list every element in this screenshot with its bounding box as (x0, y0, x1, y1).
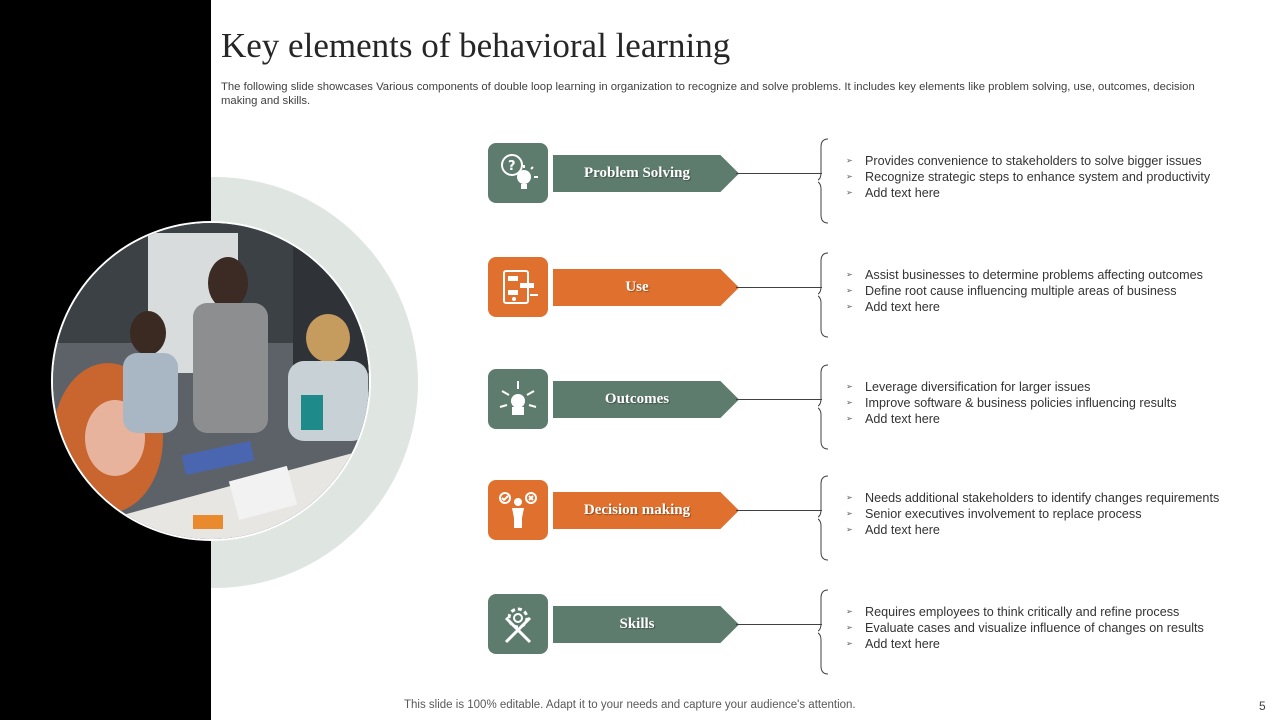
tablet-touch-icon (488, 257, 548, 317)
list-item: Add text here (844, 411, 1177, 427)
svg-text:?: ? (508, 159, 516, 174)
bullet-list: Assist businesses to determine problems … (844, 267, 1203, 315)
bracket (818, 475, 829, 561)
bracket (818, 589, 829, 675)
connector-line (736, 510, 822, 511)
element-label-use: Use (553, 269, 739, 306)
page-number: 5 (1259, 699, 1266, 713)
list-item: Needs additional stakeholders to identif… (844, 490, 1219, 506)
element-row-skills: Skills Requires employees to think criti… (488, 589, 1248, 684)
element-row-problem-solving: ? Problem Solving Provides convenience t… (488, 138, 1248, 233)
page-title: Key elements of behavioral learning (221, 26, 731, 65)
connector-line (736, 399, 822, 400)
element-label-outcomes: Outcomes (553, 381, 739, 418)
element-row-use: Use Assist businesses to determine probl… (488, 252, 1248, 347)
list-item: Assist businesses to determine problems … (844, 267, 1203, 283)
team-meeting-photo (51, 221, 371, 541)
element-label-problem-solving: Problem Solving (553, 155, 739, 192)
connector-line (736, 173, 822, 174)
element-label-skills: Skills (553, 606, 739, 643)
list-item: Add text here (844, 299, 1203, 315)
list-item: Define root cause influencing multiple a… (844, 283, 1203, 299)
list-item: Add text here (844, 185, 1210, 201)
bracket (818, 364, 829, 450)
list-item: Add text here (844, 636, 1204, 652)
list-item: Improve software & business policies inf… (844, 395, 1177, 411)
connector-line (736, 287, 822, 288)
list-item: Requires employees to think critically a… (844, 604, 1204, 620)
list-item: Provides convenience to stakeholders to … (844, 153, 1210, 169)
person-decision-icon (488, 480, 548, 540)
list-item: Leverage diversification for larger issu… (844, 379, 1177, 395)
list-item: Senior executives involvement to replace… (844, 506, 1219, 522)
list-item: Evaluate cases and visualize influence o… (844, 620, 1204, 636)
bullet-list: Provides convenience to stakeholders to … (844, 153, 1210, 201)
lightbulb-question-icon: ? (488, 143, 548, 203)
bullet-list: Requires employees to think critically a… (844, 604, 1204, 652)
list-item: Recognize strategic steps to enhance sys… (844, 169, 1210, 185)
element-label-decision-making: Decision making (553, 492, 739, 529)
bracket (818, 138, 829, 224)
list-item: Add text here (844, 522, 1219, 538)
footer-note: This slide is 100% editable. Adapt it to… (404, 699, 856, 711)
element-row-outcomes: Outcomes Leverage diversification for la… (488, 364, 1248, 459)
connector-line (736, 624, 822, 625)
bullet-list: Needs additional stakeholders to identif… (844, 490, 1219, 538)
gear-tools-icon (488, 594, 548, 654)
bullet-list: Leverage diversification for larger issu… (844, 379, 1177, 427)
idea-network-icon (488, 369, 548, 429)
page-subtitle: The following slide showcases Various co… (221, 81, 1195, 107)
element-row-decision-making: Decision making Needs additional stakeho… (488, 475, 1248, 570)
bracket (818, 252, 829, 338)
